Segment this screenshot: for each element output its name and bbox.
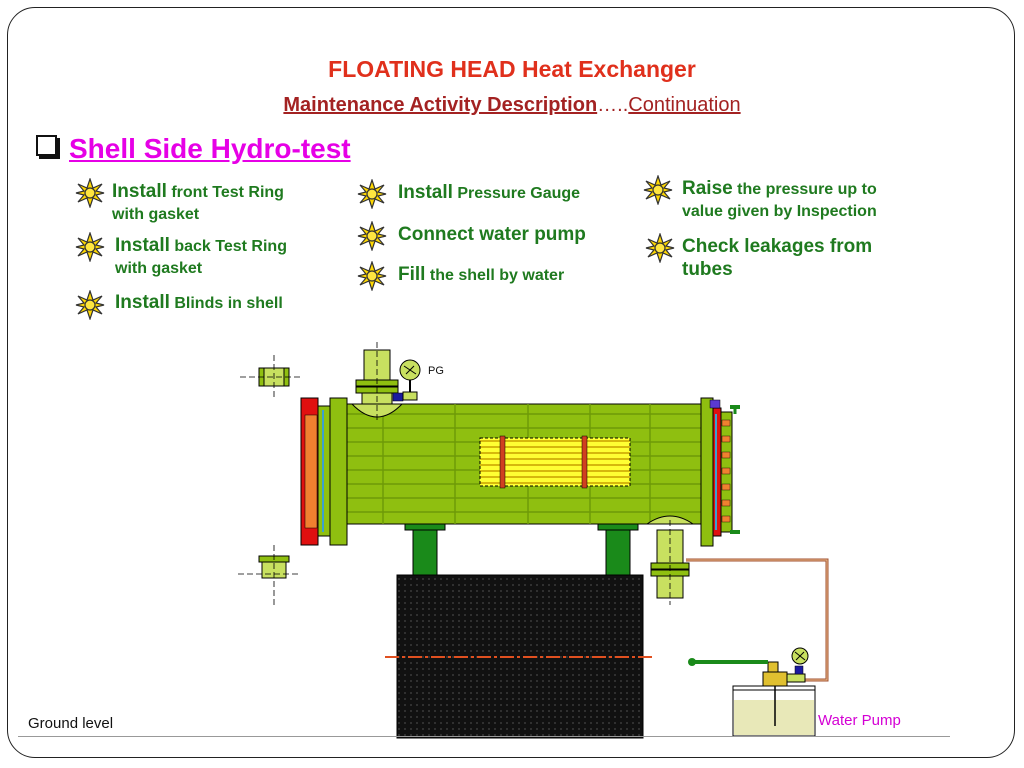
blind-flange-bottom bbox=[238, 545, 300, 605]
subtitle-dots: ….. bbox=[597, 94, 629, 116]
step-fill-shell: Fill the shell by water bbox=[398, 264, 565, 285]
subtitle-main: Maintenance Activity Description bbox=[283, 94, 598, 116]
water-pump-label: Water Pump bbox=[818, 712, 901, 729]
step-install-pressure-gauge: Install Pressure Gauge bbox=[398, 182, 581, 203]
section-title: Shell Side Hydro-test bbox=[69, 133, 351, 164]
sun-bullet-icon bbox=[75, 178, 105, 208]
saddle-support-right bbox=[597, 519, 639, 576]
slide-frame bbox=[7, 7, 1015, 758]
step-install-blinds: Install Blinds in shell bbox=[115, 292, 283, 313]
sun-bullet-icon bbox=[357, 179, 387, 209]
ground-line bbox=[18, 736, 950, 737]
sun-bullet-icon bbox=[643, 175, 673, 205]
slide-subtitle: Maintenance Activity Description…..Conti… bbox=[0, 94, 1024, 117]
water-pump bbox=[762, 671, 788, 687]
section-heading: Shell Side Hydro-test bbox=[36, 133, 351, 165]
sun-bullet-icon bbox=[75, 290, 105, 320]
sun-bullet-icon bbox=[357, 261, 387, 291]
sun-bullet-icon bbox=[357, 221, 387, 251]
gauge-valve bbox=[392, 392, 404, 402]
sun-bullet-icon bbox=[645, 233, 675, 263]
checkbox-bullet-icon bbox=[36, 135, 57, 156]
sun-bullet-icon bbox=[75, 232, 105, 262]
step-connect-water-pump: Connect water pump bbox=[398, 224, 586, 245]
subtitle-continuation: Continuation bbox=[628, 94, 741, 116]
pressure-gauge-label: PG bbox=[428, 365, 444, 377]
ground-level-label: Ground level bbox=[28, 715, 114, 732]
slide-title: FLOATING HEAD Heat Exchanger bbox=[328, 56, 696, 82]
saddle-support-left bbox=[404, 519, 446, 576]
blind-flange-top bbox=[240, 355, 300, 400]
